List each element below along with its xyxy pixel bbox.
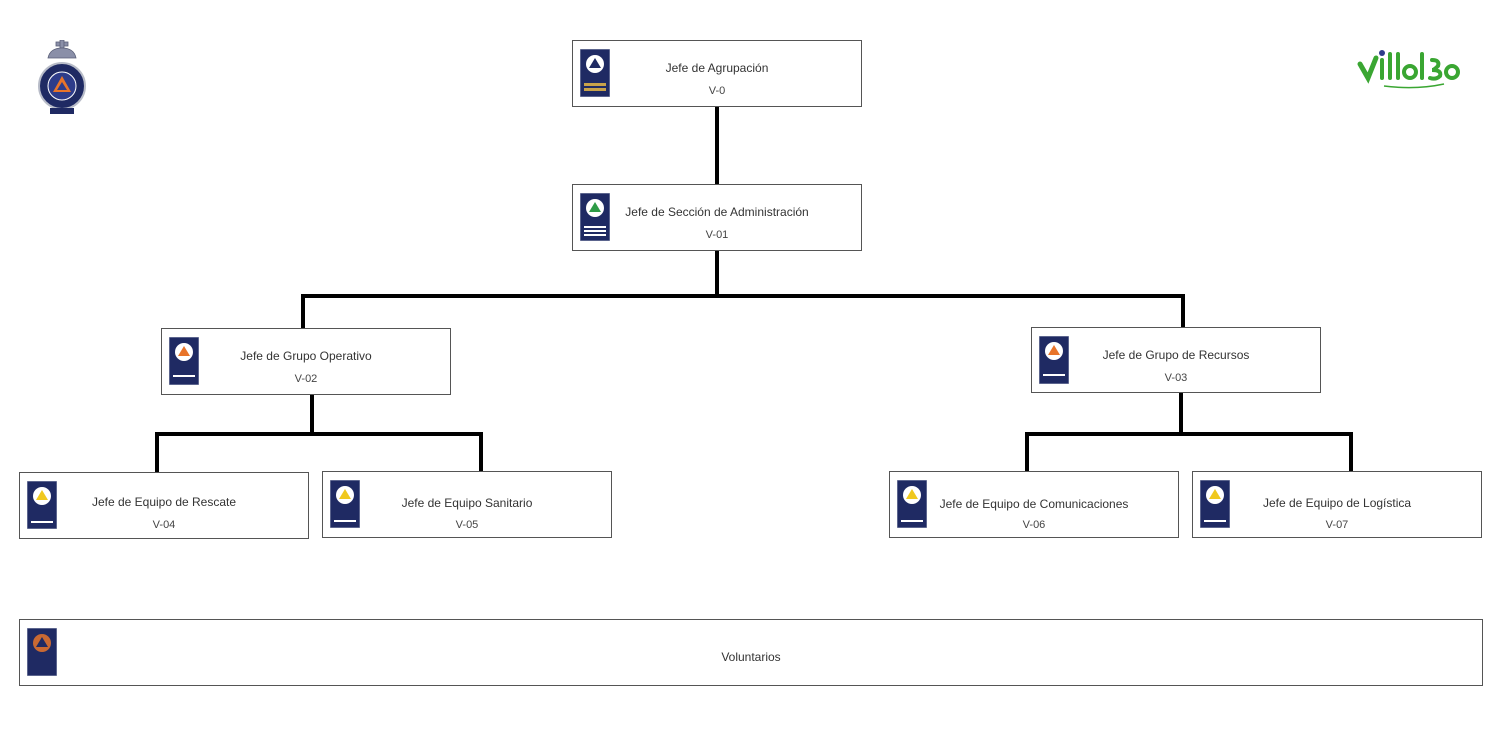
node-title: Jefe de Equipo de Logística <box>1262 496 1412 510</box>
node-jefe-de-equipo-sanitario: Jefe de Equipo Sanitario V-05 <box>322 471 612 538</box>
emblem-blue-yellow-triangle-badge-icon <box>27 481 57 529</box>
node-title: Jefe de Equipo de Comunicaciones <box>939 497 1129 511</box>
node-jefe-de-grupo-operativo: Jefe de Grupo Operativo V-02 <box>161 328 451 395</box>
collado-villalba-logo-icon <box>1357 50 1460 89</box>
proteccion-civil-logo <box>36 39 88 120</box>
node-title: Jefe de Grupo Operativo <box>240 349 372 363</box>
node-voluntarios: Voluntarios <box>19 619 1483 686</box>
node-code: V-02 <box>294 373 318 385</box>
emblem-blue-white-triangle-gold-stripes-badge-icon <box>580 49 610 97</box>
emblem-blue-yellow-triangle-badge-icon <box>330 480 360 528</box>
proteccion-civil-shield-logo-icon <box>38 39 86 114</box>
node-jefe-de-grupo-de-recursos: Jefe de Grupo de Recursos V-03 <box>1031 327 1321 393</box>
node-code: V-03 <box>1164 372 1188 384</box>
node-title: Jefe de Agrupación <box>665 61 769 75</box>
node-title: Jefe de Equipo Sanitario <box>401 496 533 510</box>
emblem-blue-yellow-triangle-badge-icon <box>1200 480 1230 528</box>
node-code: V-05 <box>455 519 479 531</box>
node-title: Voluntarios <box>721 650 781 664</box>
emblem-orange-triangle-badge-icon <box>27 628 57 676</box>
emblem-blue-yellow-triangle-badge-icon <box>897 480 927 528</box>
node-title: Jefe de Equipo de Rescate <box>91 495 237 509</box>
node-code: V-0 <box>708 85 726 97</box>
node-code: V-06 <box>1022 519 1046 531</box>
emblem-blue-green-triangle-white-stripes-badge-icon <box>580 193 610 241</box>
node-jefe-de-agrupacion: Jefe de Agrupación V-0 <box>572 40 862 107</box>
emblem-blue-orange-triangle-badge-icon <box>169 337 199 385</box>
node-code: V-07 <box>1325 519 1349 531</box>
collado-villalba-logo <box>1356 44 1462 92</box>
node-jefe-de-seccion-administracion: Jefe de Sección de Administración V-01 <box>572 184 862 251</box>
node-title: Jefe de Grupo de Recursos <box>1102 348 1250 362</box>
node-jefe-de-equipo-de-rescate: Jefe de Equipo de Rescate V-04 <box>19 472 309 539</box>
node-title: Jefe de Sección de Administración <box>625 205 809 219</box>
node-code: V-01 <box>705 229 729 241</box>
node-jefe-de-equipo-de-comunicaciones: Jefe de Equipo de Comunicaciones V-06 <box>889 471 1179 538</box>
node-jefe-de-equipo-de-logistica: Jefe de Equipo de Logística V-07 <box>1192 471 1482 538</box>
node-code: V-04 <box>152 519 176 531</box>
emblem-blue-orange-triangle-badge-icon <box>1039 336 1069 384</box>
